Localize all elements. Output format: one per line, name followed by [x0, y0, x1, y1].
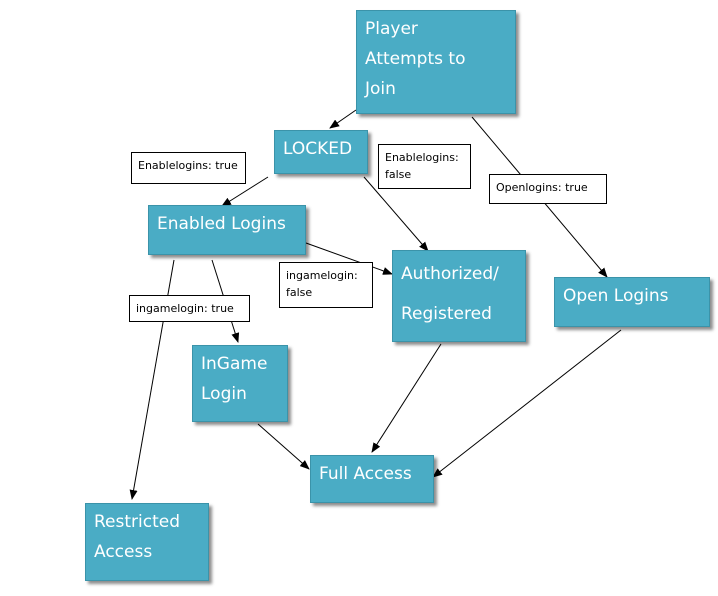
- node-full-access: Full Access: [310, 455, 434, 503]
- node-restricted-access-text: Restricted Access: [94, 512, 181, 562]
- label-openlogins-true-text: Openlogins: true: [496, 181, 588, 194]
- edge-enabled-to-authorized: [305, 242, 393, 275]
- edge-locked-to-authorized: [363, 176, 429, 252]
- label-ingamelogin-false-text: ingamelogin: false: [286, 269, 358, 299]
- label-enablelogins-false-text: Enablelogins: false: [385, 151, 459, 181]
- node-open-logins-text: Open Logins: [563, 286, 669, 306]
- node-player-attempts-to-join: Player Attempts to Join: [356, 10, 516, 114]
- edge-ingame-to-full: [257, 423, 310, 470]
- node-ingame-login-text: InGame Login: [201, 354, 268, 404]
- label-openlogins-true: Openlogins: true: [489, 174, 607, 204]
- label-ingamelogin-true: ingamelogin: true: [129, 295, 250, 322]
- node-locked-text: LOCKED: [283, 139, 353, 159]
- node-locked: LOCKED: [274, 130, 368, 174]
- edge-locked-to-enabled: [221, 176, 269, 207]
- node-authorized-registered-text: Authorized/ Registered: [401, 264, 499, 324]
- label-ingamelogin-true-text: ingamelogin: true: [136, 302, 234, 315]
- label-enablelogins-true-text: Enablelogins: true: [138, 159, 238, 172]
- edge-open-to-full: [432, 329, 622, 478]
- node-full-access-text: Full Access: [319, 464, 412, 484]
- label-enablelogins-true: Enablelogins: true: [131, 152, 246, 184]
- label-ingamelogin-false: ingamelogin: false: [279, 262, 373, 308]
- node-restricted-access: Restricted Access: [85, 503, 209, 581]
- edge-player-to-locked: [329, 109, 357, 129]
- node-enabled-logins-text: Enabled Logins: [157, 214, 286, 234]
- node-open-logins: Open Logins: [554, 277, 710, 327]
- node-ingame-login: InGame Login: [192, 345, 288, 422]
- node-authorized-registered: Authorized/ Registered: [392, 250, 526, 342]
- label-enablelogins-false: Enablelogins: false: [378, 144, 471, 189]
- node-enabled-logins: Enabled Logins: [148, 205, 306, 255]
- node-player-attempts-to-join-text: Player Attempts to Join: [365, 19, 466, 99]
- edge-authorized-to-full: [371, 343, 442, 453]
